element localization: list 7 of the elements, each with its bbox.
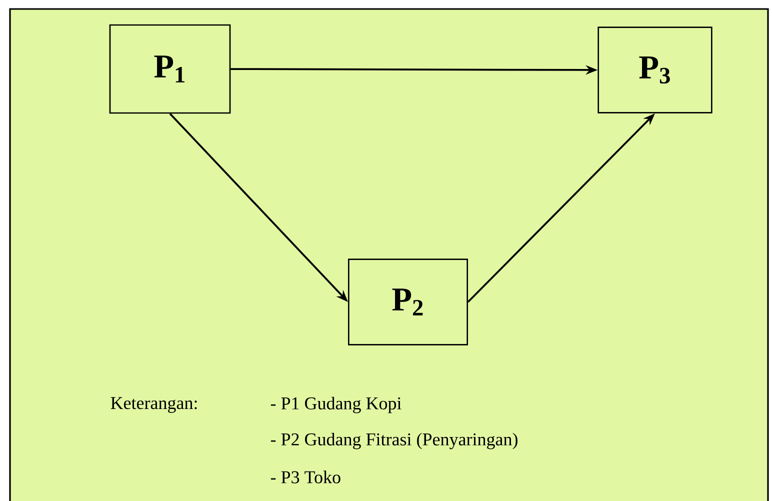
process-box: P$_{3}$ (598, 26, 712, 114)
legend-text: Keterangan: (110, 397, 197, 413)
legend-text: - P2 Gudang Fitrasi (Penyaringan) (270, 432, 518, 450)
legend-text: - P3 Toko (270, 470, 340, 484)
process-box: P$_{2}$ (348, 258, 468, 346)
legend-text: - P1 Gudang Kopi (270, 396, 402, 414)
process-box: P$_{1}$ (109, 24, 231, 114)
